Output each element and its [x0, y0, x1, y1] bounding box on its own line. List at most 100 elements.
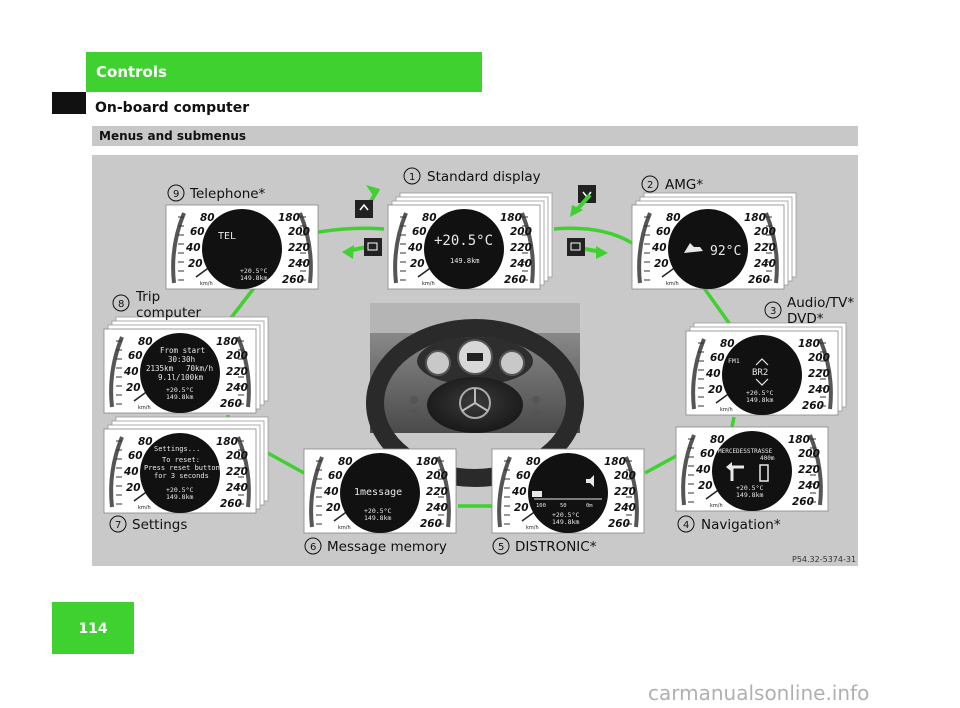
scale-label: 240	[426, 502, 448, 514]
scale-label: 240	[808, 384, 830, 396]
screen-distance-0: 0m	[586, 503, 593, 509]
screen-temp: +20.5°C	[552, 511, 579, 519]
scale-label: 200	[426, 470, 448, 482]
scale-label: 80	[200, 212, 215, 224]
screen-band: FM1	[728, 357, 740, 365]
screen-oil-temp: 92°C	[710, 244, 741, 259]
speed-unit: km/h	[720, 407, 733, 413]
screen-tel: TEL	[218, 231, 236, 242]
menu-title-bar: Menus and submenus	[92, 126, 858, 146]
scale-label: 240	[798, 480, 820, 492]
screen-temp: +20.5°C	[166, 386, 193, 394]
speed-unit: km/h	[138, 405, 151, 411]
menu-label-trip: Trip	[135, 289, 160, 305]
display-screen	[340, 453, 420, 533]
scale-label: 60	[710, 352, 725, 364]
screen-message-count: 1message	[354, 487, 402, 498]
scale-label: 180	[788, 434, 810, 446]
button-up-icon	[355, 200, 373, 218]
display-screen	[712, 431, 792, 511]
speed-unit: km/h	[338, 525, 351, 531]
menu-num-2: 2	[647, 180, 653, 191]
button-down-icon	[578, 185, 596, 203]
lane-icon	[759, 464, 769, 482]
menu-label-audio: Audio/TV*	[787, 295, 854, 311]
watermark: carmanualsonline.info	[648, 681, 870, 705]
scale-label: 180	[744, 212, 766, 224]
scale-label: 260	[802, 400, 824, 412]
oil-can-icon	[684, 243, 703, 253]
menu-label-dvd: DVD*	[787, 311, 824, 327]
scale-label: 220	[614, 486, 636, 498]
display-screen	[140, 433, 220, 513]
screen-from-start: From start	[160, 346, 205, 355]
scale-label: 200	[798, 448, 820, 460]
scale-label: 220	[510, 242, 532, 254]
scale-label: 60	[190, 226, 205, 238]
scale-label: 60	[328, 470, 343, 482]
menu-label-settings: Settings	[132, 517, 187, 533]
scale-label: 240	[614, 502, 636, 514]
speed-unit: km/h	[138, 505, 151, 511]
page-number-box	[52, 602, 134, 654]
chevron-down-icon	[755, 378, 769, 386]
speed-unit: km/h	[200, 281, 213, 287]
scale-label: 80	[422, 212, 437, 224]
screen-odometer: 149.8km	[166, 493, 193, 501]
display-screen	[140, 333, 220, 413]
screen-temp: +20.5°C	[736, 484, 763, 492]
screen-temp: +20.5°C	[240, 267, 267, 275]
scale-label: 200	[226, 450, 248, 462]
display-screen	[722, 335, 802, 415]
scale-label: 20	[188, 258, 203, 270]
screen-odometer: 149.8km	[240, 274, 267, 282]
menu-labels: 9 Telephone* 1 Standard display 2 AMG* 8…	[109, 167, 856, 564]
scale-label: 40	[407, 242, 423, 254]
menu-num-5: 5	[498, 542, 504, 553]
screen-distance: 2135km	[146, 364, 174, 373]
scale-label: 200	[510, 226, 532, 238]
scale-label: 220	[798, 464, 820, 476]
speed-unit: km/h	[526, 525, 539, 531]
chevron-up-icon	[755, 358, 769, 366]
scale-label: 80	[138, 336, 153, 348]
display-screen	[424, 209, 504, 289]
speed-unit: km/h	[710, 503, 723, 509]
screen-odometer: 149.8km	[736, 491, 763, 499]
scale-label: 240	[754, 258, 776, 270]
menu-title: Menus and submenus	[99, 129, 247, 143]
scale-label: 200	[288, 226, 310, 238]
scale-label: 40	[695, 464, 711, 476]
scale-label: 220	[426, 486, 448, 498]
scale-label: 180	[216, 336, 238, 348]
scale-label: 20	[514, 502, 529, 514]
button-page-icon-right	[567, 238, 585, 256]
screen-temp: +20.5°C	[166, 486, 193, 494]
scale-label: 60	[128, 350, 143, 362]
nav-arrows	[342, 185, 608, 259]
scale-label: 40	[123, 366, 139, 378]
scale-label: 260	[220, 498, 242, 510]
display-screen	[528, 453, 608, 533]
menu-label-standard: Standard display	[427, 169, 541, 185]
car-icon	[532, 491, 542, 497]
screen-odometer: 149.8km	[552, 518, 579, 526]
scale-label: 60	[412, 226, 427, 238]
scale-label: 40	[651, 242, 667, 254]
screen-odometer: 149.8km	[166, 393, 193, 401]
header-bar	[86, 52, 482, 92]
scale-label: 180	[416, 456, 438, 468]
menu-label-amg: AMG*	[665, 177, 703, 193]
screen-avg-speed: 70km/h	[186, 364, 213, 373]
screen-distance-50: 50	[560, 503, 567, 509]
screen-reset-title: To reset:	[162, 456, 200, 464]
screen-turn-distance: 400m	[760, 455, 775, 462]
screen-reset-duration: for 3 seconds	[154, 472, 209, 480]
figure-reference: P54.32-5374-31	[792, 555, 856, 564]
